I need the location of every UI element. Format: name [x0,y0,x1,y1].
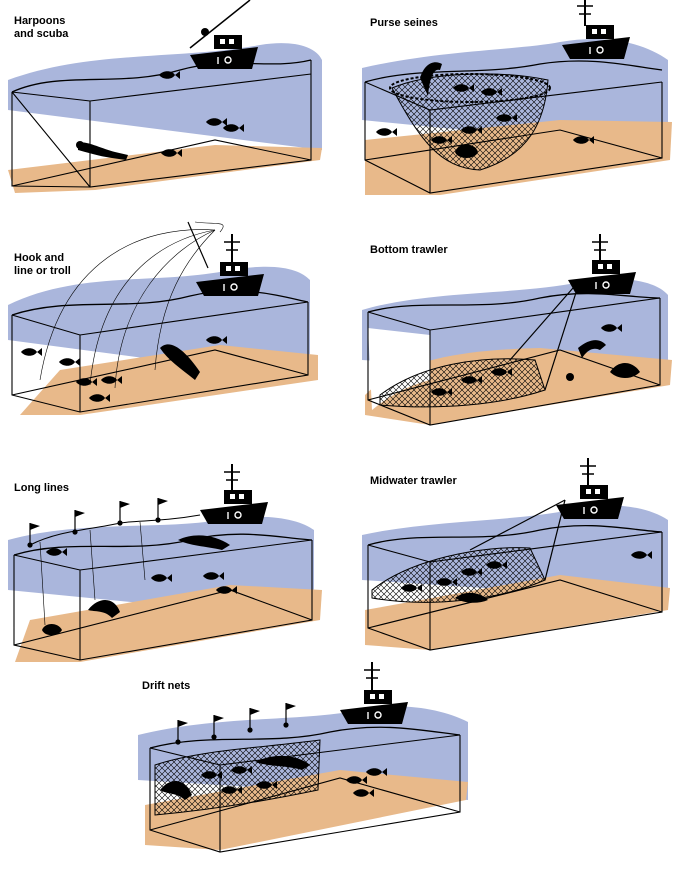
mast-icon [576,0,594,27]
turtle-icon [42,624,62,636]
turtle-icon [455,144,478,158]
shark-icon [178,535,230,550]
water-surface [367,292,661,313]
troll-line [114,229,216,389]
label-bottom-trawler: Bottom trawler [370,244,448,256]
fishing-rod [187,221,209,269]
troll-line [194,221,224,233]
fish-icon [376,128,397,136]
label-purse-seines: Purse seines [370,17,438,29]
label-long-lines: Long lines [14,482,69,494]
tank-outline [11,301,309,413]
tank-outline [11,60,312,188]
boat-icon [555,484,625,520]
panel-midwater-trawler [362,457,670,651]
sailfish-icon [160,344,200,380]
boat-icon [339,689,409,725]
sand-floor [8,145,322,193]
branch-line [139,521,146,581]
crab-icon [566,373,574,381]
scuba-diver-icon [78,142,128,160]
mast-icon [363,661,381,691]
mast-icon [223,233,241,263]
mast-icon [591,233,609,263]
foam-cloud [368,328,430,410]
water-surface [364,60,663,83]
boat-icon [567,259,637,295]
trawl-cable [509,279,581,361]
panel-purse-seines [362,0,672,195]
branch-line [39,541,46,626]
panel-hook-and-line [8,221,318,415]
panel-drift-nets [138,661,468,853]
label-drift-nets: Drift nets [142,680,191,692]
fisherman-icon [201,28,209,36]
tank-outline [13,539,313,661]
harpoon-icon [189,0,251,49]
label-harpoons: Harpoons and scuba [14,15,69,40]
seal-icon [455,592,488,603]
tank-outline [367,297,661,426]
fish-icon [59,358,80,366]
panel-bottom-trawler [362,233,672,426]
shark-icon [255,755,310,770]
trawl-cable [544,499,566,581]
mast-icon [579,457,597,487]
label-midwater-trawler: Midwater trawler [370,475,457,487]
sand-floor [15,585,322,662]
ray-icon [610,363,640,378]
diver-head-icon [76,141,84,149]
panel-harpoons [8,0,322,193]
water-backdrop [8,43,322,150]
mast-icon [223,463,241,493]
water-surface [149,726,461,749]
dolphin-icon [578,340,606,358]
sand-floor [145,770,468,850]
sailfish-icon [88,600,120,618]
boat-icon [199,489,269,525]
troll-line [39,229,216,381]
label-hook-and-line: Hook and line or troll [14,252,71,277]
trawl-cable [544,279,581,391]
panel-long-lines [8,463,322,662]
branch-line [89,529,96,601]
troll-line [154,229,216,371]
water-surface [367,524,663,546]
water-surface [11,59,312,93]
net-float-line [389,73,551,103]
trawl-cable [469,499,566,551]
sand-floor [365,575,670,650]
dolphin-icon [420,62,442,96]
fish-icon [21,348,42,356]
water-surface [11,290,309,316]
sailfish-icon [160,780,192,800]
